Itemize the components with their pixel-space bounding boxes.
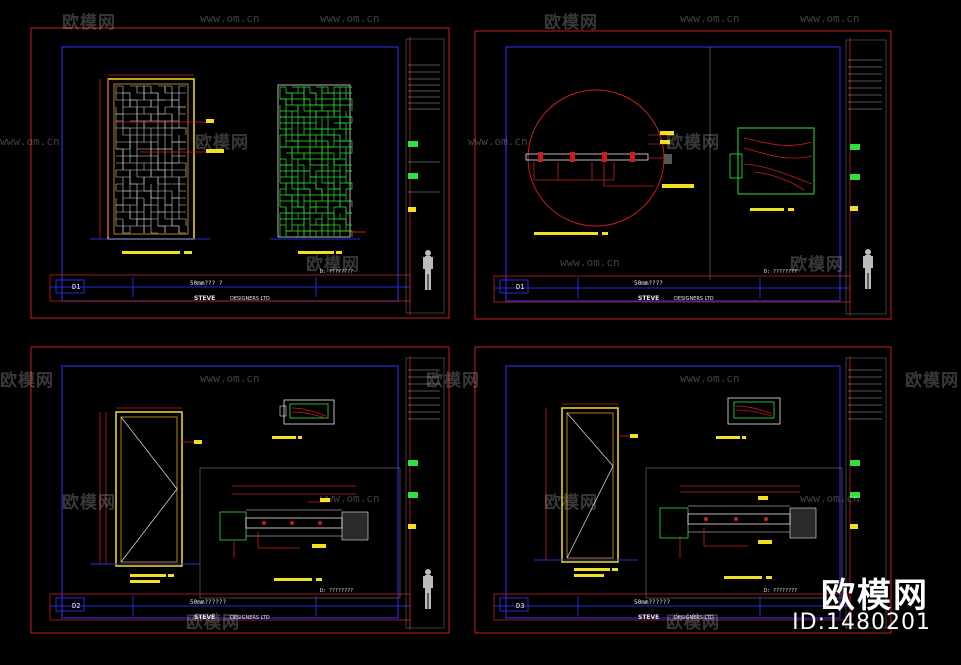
scale-text: 50mm??? ?: [190, 280, 223, 287]
scale-figure-icon: [423, 569, 433, 609]
company-prefix: STEVE: [194, 295, 215, 302]
scale-text: 50mm????: [634, 280, 663, 287]
scale-figure-icon: [423, 250, 433, 290]
title-block: [405, 357, 445, 629]
sheet-2-canvas: D1 50mm???? D: ???????? STEVE DESIGNERS …: [474, 30, 892, 320]
door-plan-section: [219, 485, 369, 581]
drawing-code: D: ????????: [320, 269, 353, 275]
watermark-url: www.om.cn: [200, 12, 260, 25]
lattice-panel-elevation: [90, 74, 224, 254]
sheet-1-canvas: D1 50mm??? ? D: ???????? STEVE DESIGNERS…: [30, 27, 450, 319]
drawing-sheet-d1-detail: D1 50mm???? D: ???????? STEVE DESIGNERS …: [474, 30, 892, 320]
drawing-code: D: ????????: [764, 588, 797, 594]
company-prefix: STEVE: [638, 295, 659, 302]
brand-logo-text: 欧模网: [821, 576, 929, 616]
drawing-code: D: ????????: [320, 588, 353, 594]
title-block: [845, 357, 887, 629]
company-name: DESIGNERS LTD: [674, 615, 714, 621]
sheet-tag: D1: [516, 283, 524, 291]
sheet-4-canvas: D3 50mm?????? D: ???????? STEVE DESIGNER…: [474, 346, 892, 634]
scale-text: 50mm??????: [190, 599, 227, 606]
drawing-sheet-d2-door: D2 50mm?????? D: ???????? STEVE DESIGNER…: [30, 346, 450, 634]
handle-detail-circle: [525, 89, 694, 235]
door-elevation: [534, 403, 638, 577]
watermark-brand: 欧模网: [905, 371, 959, 391]
drawing-code: D: ????????: [764, 269, 797, 275]
scale-text: 50mm??????: [634, 599, 671, 606]
title-block: [845, 39, 887, 315]
scale-figure-icon: [863, 249, 873, 289]
wood-grain-detail: [716, 397, 781, 439]
sheet-tag: D3: [516, 602, 524, 610]
company-name: DESIGNERS LTD: [674, 296, 714, 302]
company-prefix: STEVE: [194, 614, 215, 621]
watermark-url: www.om.cn: [320, 12, 380, 25]
model-id: ID:1480201: [792, 610, 931, 635]
drawing-sheet-d3-door: D3 50mm?????? D: ???????? STEVE DESIGNER…: [474, 346, 892, 634]
lattice-panel-section: [270, 84, 366, 254]
sheet-tag: D1: [72, 283, 80, 291]
watermark-url: www.om.cn: [680, 12, 740, 25]
company-name: DESIGNERS LTD: [230, 615, 270, 621]
watermark-url: www.om.cn: [800, 12, 860, 25]
company-name: DESIGNERS LTD: [230, 296, 270, 302]
door-plan-section: [659, 485, 817, 579]
drawing-sheet-d1-lattice-panel: D1 50mm??? ? D: ???????? STEVE DESIGNERS…: [30, 27, 450, 319]
wood-grain-detail: [272, 399, 335, 439]
title-block: [405, 38, 445, 314]
wood-grain-detail: [729, 127, 815, 211]
door-elevation: [90, 407, 202, 583]
sheet-3-canvas: D2 50mm?????? D: ???????? STEVE DESIGNER…: [30, 346, 450, 634]
company-prefix: STEVE: [638, 614, 659, 621]
sheet-tag: D2: [72, 602, 80, 610]
